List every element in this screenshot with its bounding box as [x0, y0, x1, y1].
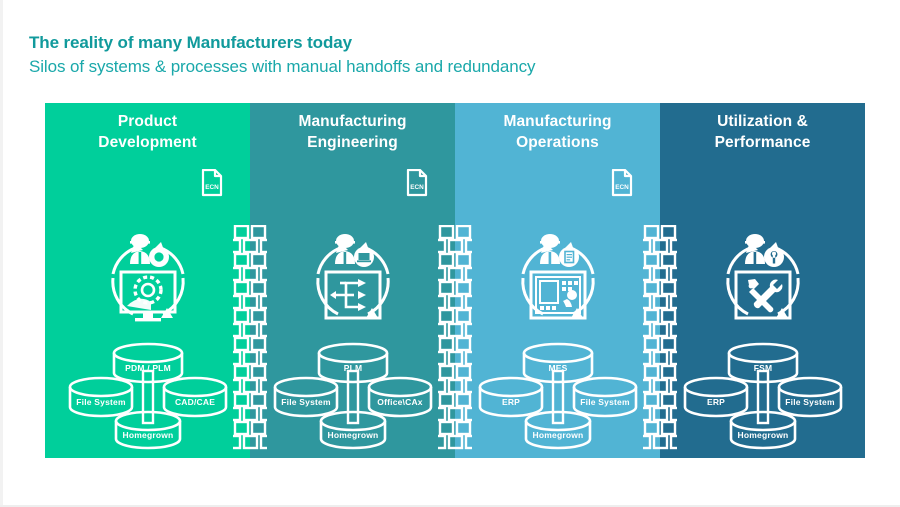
system-cylinder-cluster: PLM File System Office\CAx Homegrown: [250, 341, 455, 451]
bottom-edge-rule: [0, 505, 900, 507]
silo-wall-1: [233, 225, 267, 458]
silo-column-manufacturing-operations[interactable]: Manufacturing Operations ECN: [455, 103, 660, 458]
column-title-line1: Manufacturing: [298, 113, 407, 130]
page-title: The reality of many Manufacturers today: [29, 33, 352, 52]
ecn-document-icon: ECN: [201, 169, 223, 197]
system-cylinder-cluster: FSM ERP File System Homegrown: [660, 341, 865, 451]
cylinder-label-bottom: Homegrown: [327, 430, 378, 440]
svg-text:ECN: ECN: [410, 184, 424, 191]
svg-text:ECN: ECN: [615, 184, 629, 191]
column-title: Utilization & Performance: [660, 111, 865, 153]
column-title-line1: Manufacturing: [503, 113, 612, 130]
cylinder-label-top: PDM / PLM: [125, 363, 171, 373]
column-center-graphic: [660, 228, 865, 333]
cylinder-label-top: PLM: [343, 363, 362, 373]
column-title-line2: Performance: [714, 134, 811, 151]
system-cylinder-cluster: PDM / PLM File System CAD/CAE Homegrown: [45, 341, 250, 451]
cylinder-label-top: MES: [548, 363, 567, 373]
cylinder-label-bottom: Homegrown: [532, 430, 583, 440]
cylinder-label-right: CAD/CAE: [174, 397, 214, 407]
silos-diagram: Product Development ECN: [45, 103, 865, 458]
cylinder-label-left: ERP: [501, 397, 519, 407]
silo-column-product-development[interactable]: Product Development ECN: [45, 103, 250, 458]
cylinder-label-bottom: Homegrown: [122, 430, 173, 440]
column-center-graphic: [455, 228, 660, 333]
column-title-line2: Development: [98, 134, 197, 151]
column-title-line1: Utilization &: [717, 113, 808, 130]
column-title-line1: Product: [117, 113, 178, 130]
cylinder-label-bottom: Homegrown: [737, 430, 788, 440]
cylinder-label-left: File System: [76, 397, 126, 407]
ecn-document-icon: ECN: [611, 169, 633, 197]
column-title: Manufacturing Engineering: [250, 111, 455, 153]
cylinder-label-left: ERP: [706, 397, 724, 407]
silo-column-manufacturing-engineering[interactable]: Manufacturing Engineering ECN: [250, 103, 455, 458]
silo-wall-2: [438, 225, 472, 458]
svg-text:ECN: ECN: [205, 184, 219, 191]
cylinder-label-left: File System: [281, 397, 331, 407]
column-title-line2: Operations: [516, 134, 599, 151]
left-edge-rule: [0, 0, 3, 507]
column-center-graphic: [45, 228, 250, 333]
cylinder-label-top: FSM: [753, 363, 772, 373]
cylinder-label-right: File System: [785, 397, 835, 407]
column-center-graphic: [250, 228, 455, 333]
silo-column-utilization-performance[interactable]: Utilization & Performance: [660, 103, 865, 458]
column-title-line2: Engineering: [307, 134, 398, 151]
system-cylinder-cluster: MES ERP File System Homegrown: [455, 341, 660, 451]
cylinder-label-right: File System: [580, 397, 630, 407]
ecn-document-icon: ECN: [406, 169, 428, 197]
page-subtitle: Silos of systems & processes with manual…: [29, 57, 536, 76]
cylinder-label-right: Office\CAx: [377, 397, 423, 407]
column-title: Product Development: [45, 111, 250, 153]
column-title: Manufacturing Operations: [455, 111, 660, 153]
silo-wall-3: [643, 225, 677, 458]
